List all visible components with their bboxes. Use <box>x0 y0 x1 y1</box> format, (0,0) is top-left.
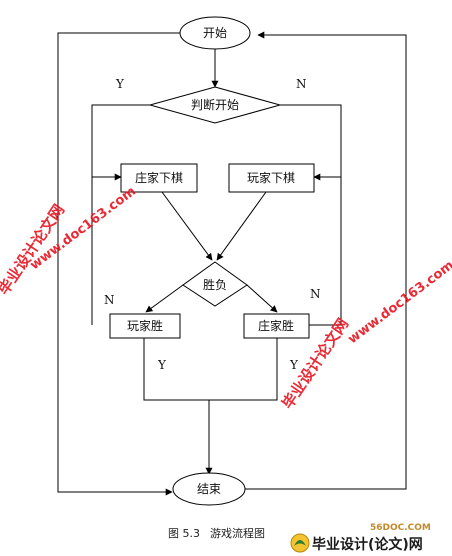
logo-text: 毕业设计(论文)网 <box>312 536 423 553</box>
logo-leaf-icon <box>294 540 306 546</box>
connectors <box>57 31 407 496</box>
node-player-win: 玩家胜 <box>109 313 181 339</box>
node-decision-win: 胜负 <box>182 261 248 307</box>
node-end: 结束 <box>172 472 246 506</box>
arrow-outer-left-loop <box>57 32 180 496</box>
decision-start-label: 判断开始 <box>191 97 239 112</box>
node-player-move: 玩家下棋 <box>228 163 315 193</box>
logo-small-url: 56DOC.COM <box>370 523 431 533</box>
end-label: 结束 <box>197 482 221 496</box>
arrow-win-to-player-win <box>145 284 184 313</box>
line-player-win-y <box>143 338 278 401</box>
arrow-decision-n-to-player <box>280 104 342 181</box>
site-logo: 56DOC.COM 毕业设计(论文)网 <box>290 523 431 553</box>
label-y-left: Y <box>157 358 167 372</box>
label-y-top: Y <box>115 77 125 91</box>
arrow-win-to-house-win <box>246 284 278 313</box>
arrow-player-to-win <box>216 191 267 261</box>
node-decision-start: 判断开始 <box>148 86 282 124</box>
label-n-top: N <box>296 77 307 91</box>
node-house-move: 庄家下棋 <box>120 163 198 193</box>
node-house-win: 庄家胜 <box>243 313 310 339</box>
watermark-left: 毕业设计论文网 www.doc163.com <box>0 184 139 298</box>
label-y-right: Y <box>289 358 299 372</box>
label-n-right: N <box>310 287 321 301</box>
arrow-outer-right-loop <box>245 31 407 490</box>
house-move-label: 庄家下棋 <box>135 170 183 185</box>
house-win-label: 庄家胜 <box>258 318 294 333</box>
node-start: 开始 <box>179 16 251 50</box>
arrow-house-to-win <box>161 191 213 261</box>
label-n-left: N <box>104 293 115 307</box>
player-move-label: 玩家下棋 <box>247 170 295 185</box>
watermark-right-url: www.doc163.com <box>345 258 452 347</box>
start-label: 开始 <box>203 26 227 40</box>
caption-title: 游戏流程图 <box>210 526 265 540</box>
arrow-house-win-n-loop <box>309 177 342 326</box>
player-win-label: 玩家胜 <box>127 318 163 333</box>
decision-win-label: 胜负 <box>203 277 227 292</box>
arrow-player-win-n-loop <box>91 176 121 325</box>
caption-number: 图 5.3 <box>168 527 200 540</box>
